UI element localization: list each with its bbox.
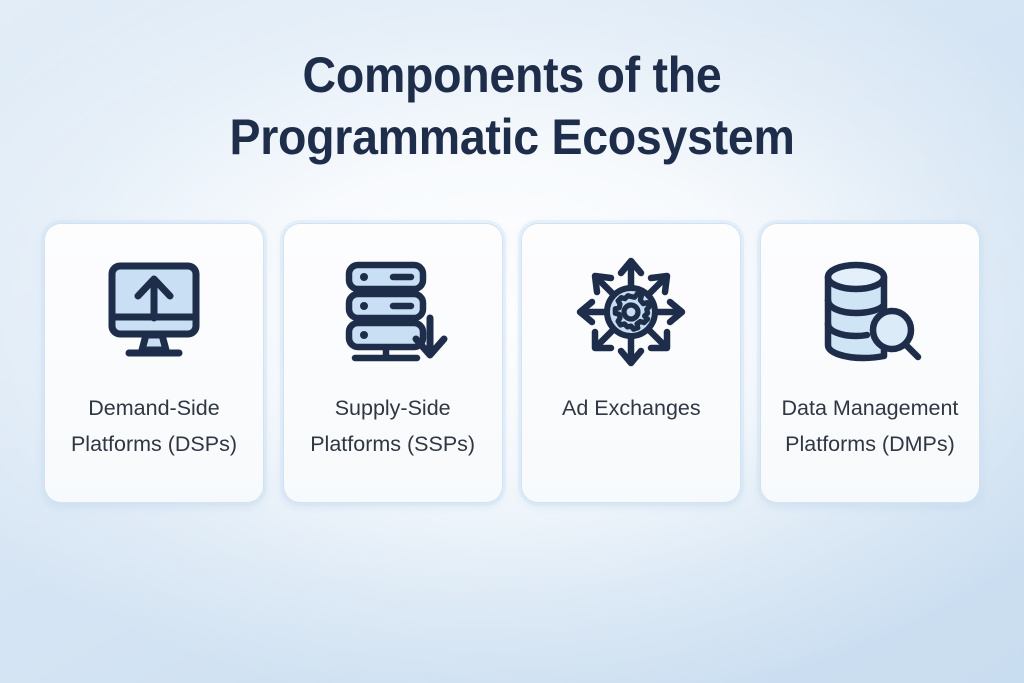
card-label: Ad Exchanges bbox=[561, 396, 701, 420]
title-line-1: Components of the bbox=[302, 47, 722, 103]
card-label: Data Management Platforms (DMPs) bbox=[781, 396, 959, 456]
component-card-row: Demand-Side Platforms (DSPs) bbox=[44, 223, 980, 503]
title-line-2: Programmatic Ecosystem bbox=[229, 109, 795, 165]
monitor-up-arrow-icon bbox=[108, 262, 200, 357]
card-ad-exchanges[interactable]: Ad Exchanges bbox=[521, 223, 742, 503]
page-title: Components of the Programmatic Ecosystem bbox=[0, 44, 1024, 168]
database-magnifier-icon bbox=[824, 261, 922, 362]
server-rack-down-arrow-icon bbox=[345, 261, 448, 362]
card-demand-side-platforms[interactable]: Demand-Side Platforms (DSPs) bbox=[44, 223, 264, 503]
card-label: Demand-Side Platforms (DSPs) bbox=[70, 396, 238, 456]
gear-hub-arrows-icon bbox=[577, 257, 686, 367]
card-data-management-platforms[interactable]: Data Management Platforms (DMPs) bbox=[759, 223, 980, 503]
card-supply-side-platforms[interactable]: Supply-Side Platforms (SSPs) bbox=[282, 223, 503, 503]
card-label: Supply-Side Platforms (SSPs) bbox=[310, 396, 476, 456]
